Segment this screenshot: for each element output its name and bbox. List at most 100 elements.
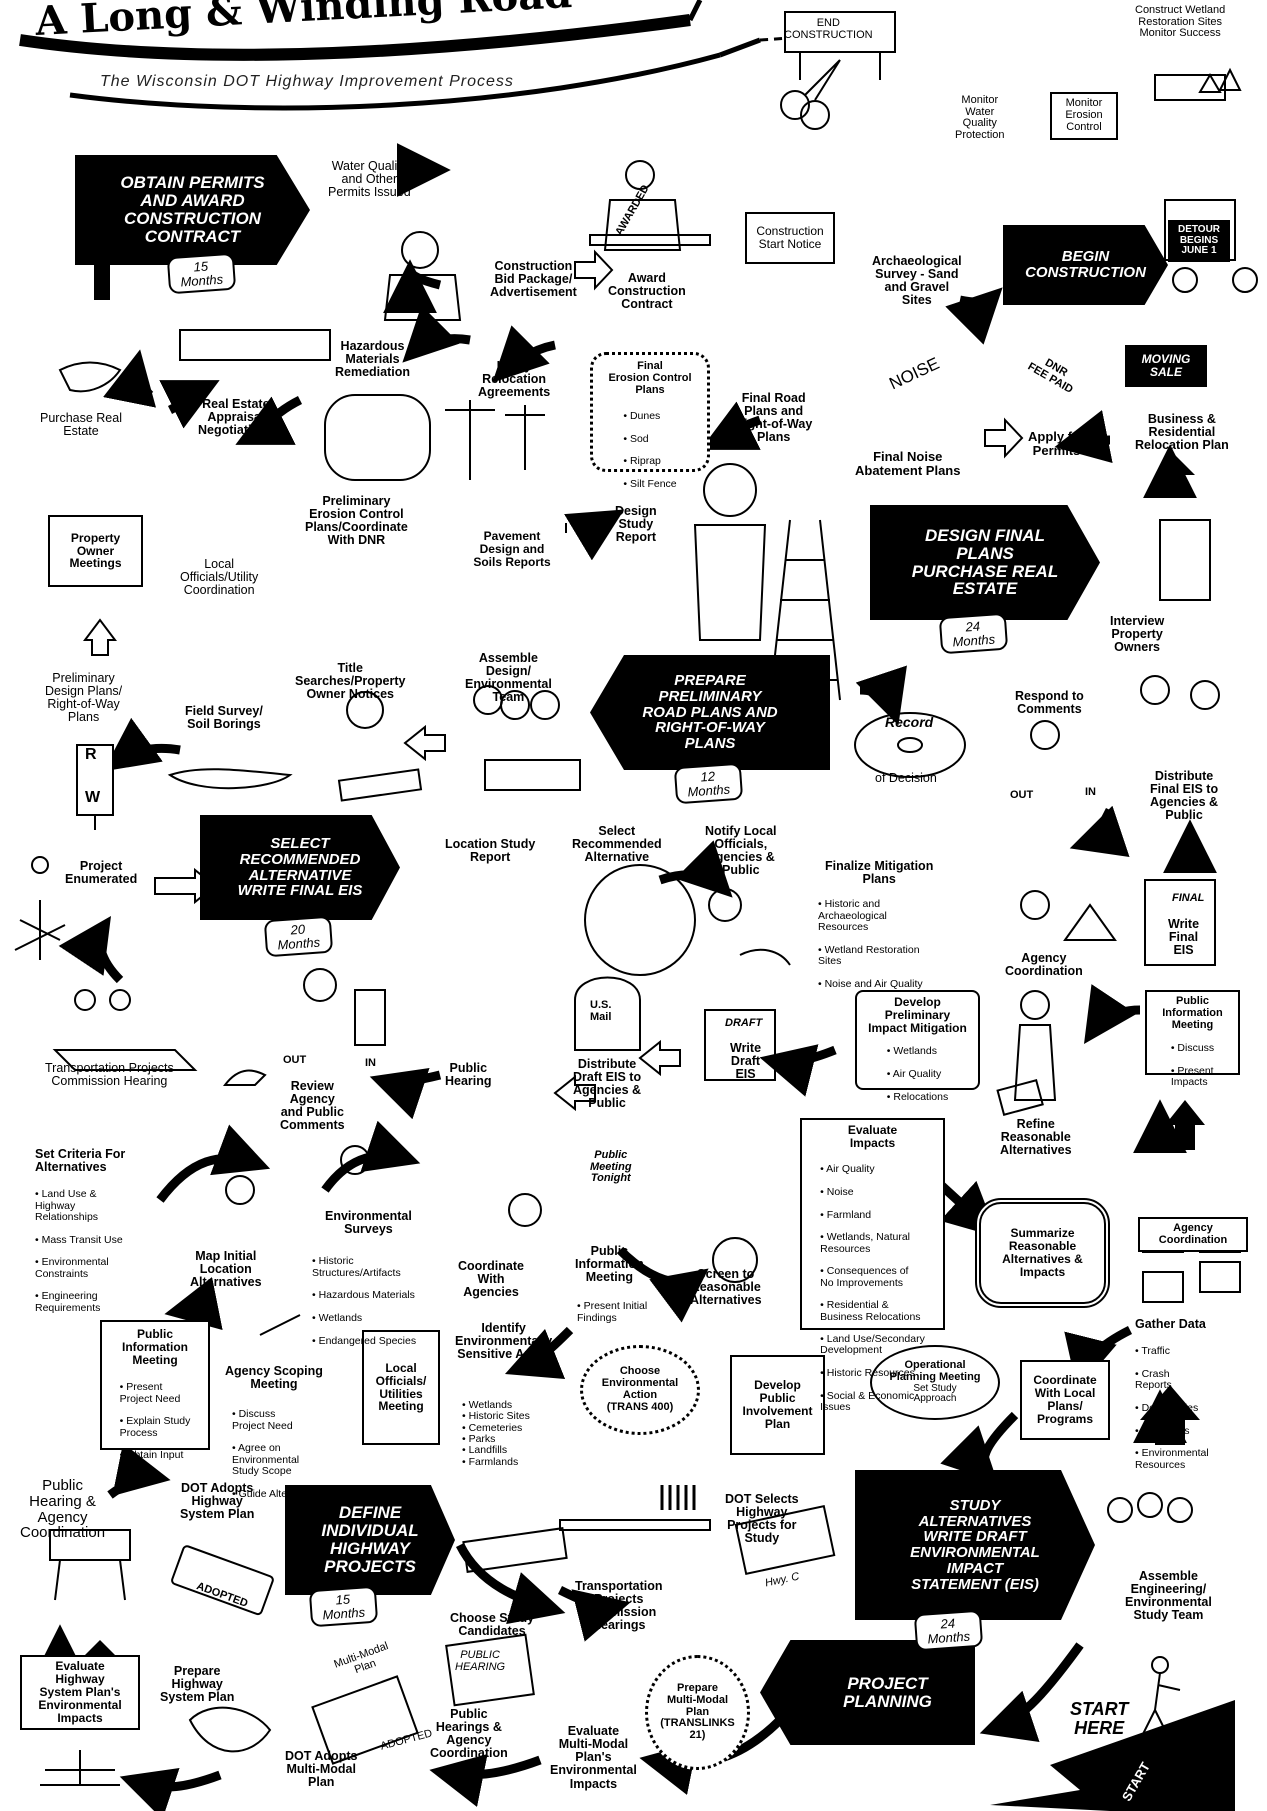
list-item: Mass Transit Use bbox=[35, 1234, 123, 1246]
agency-coordination-2-label: Agency Coordination bbox=[1005, 951, 1083, 979]
local-officials-meeting-box: Local Officials/ Utilities Meeting bbox=[362, 1330, 440, 1445]
finalize-mitigation-label: Finalize Mitigation Plans bbox=[825, 859, 934, 887]
choose-study-candidates-label: Choose Study Candidates bbox=[450, 1611, 535, 1639]
list-item: Land Use & Highway Relationships bbox=[35, 1189, 123, 1223]
dot-adopts-hsp-label: DOT Adopts Highway System Plan bbox=[180, 1481, 255, 1522]
operational-item: Set Study Approach bbox=[913, 1382, 957, 1405]
duration-design: 24 Months bbox=[938, 612, 1008, 655]
coordinate-agencies-label: Coordinate With Agencies bbox=[458, 1259, 524, 1300]
stage-label: BEGIN CONSTRUCTION bbox=[1025, 248, 1146, 281]
duration-select: 20 Months bbox=[263, 915, 333, 958]
list-item: Relocations bbox=[887, 1091, 948, 1103]
duration-study: 24 Months bbox=[913, 1609, 983, 1652]
final-noise-plans-label: Final Noise Abatement Plans bbox=[855, 449, 961, 478]
list-item: Guide Alternatives bbox=[232, 1488, 324, 1500]
write-final-eis-label: Write Final EIS bbox=[1168, 917, 1200, 958]
list-item: Cemeteries bbox=[462, 1422, 530, 1434]
public-info-meeting-3-box: Public Information Meeting Discuss Prese… bbox=[1145, 990, 1240, 1088]
list-item: Wetlands bbox=[462, 1399, 530, 1411]
erosion-title: Final Erosion Control Plans bbox=[608, 360, 692, 396]
coordinate-local-plans-box: Coordinate With Local Plans/ Programs bbox=[1020, 1360, 1110, 1440]
list-item: Sod bbox=[623, 433, 676, 445]
public-hearing-agency-label: Public Hearing & Agency Coordination bbox=[20, 1477, 106, 1542]
interview-owners-label: Interview Property Owners bbox=[1110, 614, 1165, 655]
list-item: Discuss Project Need bbox=[232, 1409, 324, 1432]
detour-sign: DETOUR BEGINS JUNE 1 bbox=[1168, 220, 1230, 262]
transportation-commission-hearings-label: Transportation Projects Commission Heari… bbox=[575, 1579, 663, 1633]
list-item: Obtain Input bbox=[120, 1449, 191, 1461]
poster-subtitle: The Wisconsin DOT Highway Improvement Pr… bbox=[100, 73, 514, 90]
list-item: Air Quality bbox=[820, 1163, 925, 1175]
duration-define: 15 Months bbox=[308, 1585, 378, 1628]
agency-coordination-box: Agency Coordination bbox=[1138, 1217, 1248, 1252]
list-item: Parks bbox=[462, 1433, 530, 1445]
dot-adopts-multimodal-label: DOT Adopts Multi-Modal Plan bbox=[285, 1749, 358, 1790]
public-meeting-tonight-sign: Public Meeting Tonight bbox=[590, 1149, 632, 1185]
list-item: Present Initial Findings bbox=[577, 1301, 647, 1324]
pim3-title: Public Information Meeting bbox=[1162, 995, 1223, 1031]
list-item: Riprap bbox=[623, 455, 676, 467]
environmental-surveys-label: Environmental Surveys bbox=[325, 1209, 412, 1237]
stage-label: PREPARE PRELIMINARY ROAD PLANS AND RIGHT… bbox=[642, 672, 778, 753]
list-item: Environmental Constraints bbox=[35, 1257, 123, 1280]
map-initial-alternatives-label: Map Initial Location Alternatives bbox=[190, 1249, 262, 1290]
final-tab-label: FINAL bbox=[1172, 892, 1205, 904]
stage-design-final-plans: DESIGN FINAL PLANS PURCHASE REAL ESTATE bbox=[870, 505, 1100, 620]
final-erosion-control-box: Final Erosion Control Plans Dunes Sod Ri… bbox=[590, 352, 710, 490]
out-tray-2-label: OUT bbox=[1010, 789, 1034, 801]
hazardous-materials-label: Hazardous Materials Remediation bbox=[335, 339, 411, 380]
stage-begin-construction: BEGIN CONSTRUCTION bbox=[1003, 225, 1168, 305]
choose-environmental-action-oval: Choose Environmental Action (TRANS 400) bbox=[580, 1345, 700, 1435]
list-item: Social & Economic Issues bbox=[820, 1390, 925, 1414]
public-hearings-coordination-label: Public Hearings & Agency Coordination bbox=[430, 1707, 508, 1761]
screen-alternatives-label: Screen to Reasonable Alternatives bbox=[690, 1267, 762, 1308]
local-officials-coordination-label: Local Officials/Utility Coordination bbox=[180, 557, 259, 598]
respond-comments-label: Respond to Comments bbox=[1015, 689, 1084, 717]
public-info-meeting-2-label: Public Information Meeting bbox=[575, 1244, 644, 1285]
rw-sign-w: W bbox=[85, 789, 101, 806]
purchase-real-estate-label: Purchase Real Estate bbox=[40, 411, 122, 439]
list-item: Dunes bbox=[623, 410, 676, 422]
list-item: Wetlands, Natural Resources bbox=[820, 1232, 925, 1255]
record-label: Record bbox=[885, 714, 934, 730]
evaluate-impacts-box: Evaluate Impacts Air Quality Noise Farml… bbox=[800, 1118, 945, 1413]
list-item: Deficiencies bbox=[1135, 1402, 1209, 1414]
list-item: Present Project Need bbox=[120, 1382, 191, 1405]
list-item: Historic Sites bbox=[462, 1410, 530, 1422]
stage-label: SELECT RECOMMENDED ALTERNATIVE WRITE FIN… bbox=[237, 835, 363, 900]
agency-scoping-meeting-label: Agency Scoping Meeting bbox=[225, 1364, 323, 1392]
list-item: Agree on Environmental Study Scope bbox=[232, 1443, 324, 1477]
sensitive-areas-label: Identify Environmentally Sensitive Areas bbox=[455, 1321, 553, 1362]
distribute-draft-eis-label: Distribute Draft EIS to Agencies & Publi… bbox=[573, 1057, 642, 1111]
stage-define-projects: DEFINE INDIVIDUAL HIGHWAY PROJECTS bbox=[285, 1485, 455, 1595]
stage-project-planning: PROJECT PLANNING bbox=[760, 1640, 975, 1745]
surveys-list: Historic Structures/Artifacts Hazardous … bbox=[312, 1245, 416, 1358]
field-survey-label: Field Survey/ Soil Borings bbox=[185, 704, 263, 732]
list-item: Present Impacts bbox=[1171, 1065, 1214, 1089]
list-item: Farmlands bbox=[462, 1456, 530, 1468]
duration-prepare: 12 Months bbox=[673, 762, 743, 805]
start-here-label: START HERE bbox=[1070, 1699, 1129, 1738]
in-tray-2-label: IN bbox=[1085, 786, 1096, 798]
design-study-report-label: Design Study Report bbox=[615, 504, 657, 545]
write-draft-eis-label: Write Draft EIS bbox=[730, 1041, 762, 1082]
stage-label: DEFINE INDIVIDUAL HIGHWAY PROJECTS bbox=[321, 1503, 419, 1576]
final-road-plans-label: Final Road Plans and Right-of-Way Plans bbox=[735, 391, 813, 445]
list-item: Air Photos bbox=[1135, 1425, 1209, 1437]
pavement-design-label: Pavement Design and Soils Reports bbox=[462, 512, 562, 587]
evaluate-list: Air Quality Noise Farmland Wetlands, Nat… bbox=[820, 1153, 925, 1425]
award-contract-label: Award Construction Contract bbox=[608, 271, 686, 312]
title-searches-label: Title Searches/Property Owner Notices bbox=[295, 661, 406, 702]
finalize-list: Historic and Archaeological Resources We… bbox=[818, 888, 923, 1001]
preliminary-erosion-label: Preliminary Erosion Control Plans/Coordi… bbox=[305, 494, 408, 548]
duration-obtain: 15 Months bbox=[166, 252, 236, 295]
us-mail-label: U.S. Mail bbox=[590, 999, 612, 1023]
gather-data-list: Traffic Crash Reports Deficiencies Air P… bbox=[1135, 1335, 1209, 1482]
list-item: Crash Reports bbox=[1135, 1368, 1209, 1392]
appraisal-negotiations-label: Real Estate Appraisal Negotiations bbox=[198, 397, 274, 438]
evaluate-multimodal-label: Evaluate Multi-Modal Plan's Environmenta… bbox=[550, 1724, 637, 1791]
distribute-final-eis-label: Distribute Final EIS to Agencies & Publi… bbox=[1150, 769, 1219, 823]
review-comments-label: Review Agency and Public Comments bbox=[280, 1079, 345, 1133]
list-item: Engineering Requirements bbox=[35, 1291, 123, 1314]
